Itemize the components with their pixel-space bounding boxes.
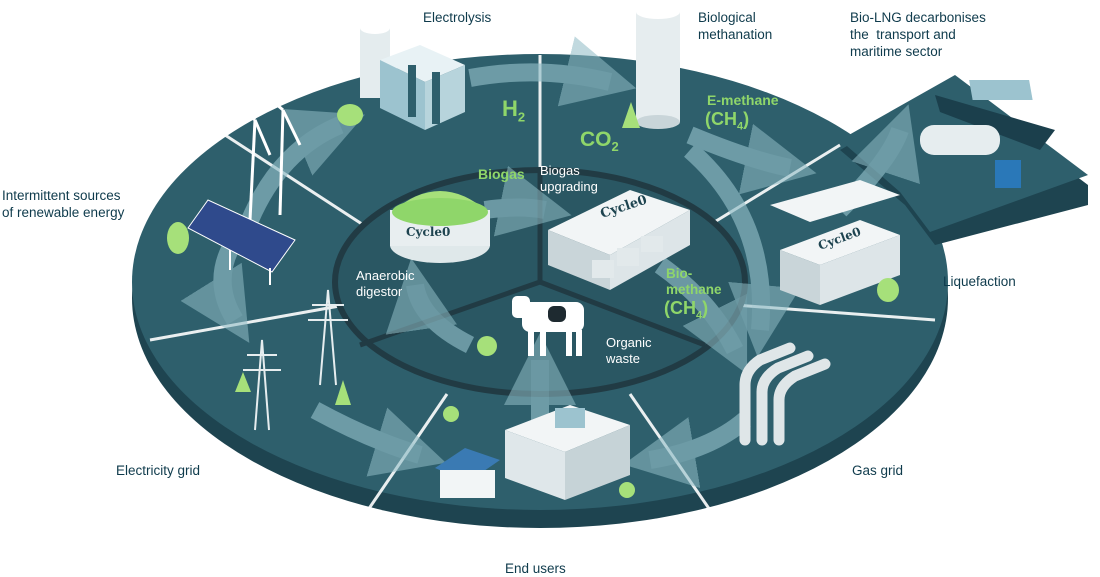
label-intermittent-sources: Intermittent sources of renewable energy — [2, 188, 125, 220]
label-biogas-upgrading: Biogas upgrading — [540, 163, 598, 194]
co2-subscript: 2 — [611, 139, 619, 155]
flow-label-bio-methane-1: Bio- — [666, 266, 693, 281]
label-gas-grid: Gas grid — [852, 463, 904, 478]
h2-subscript: 2 — [517, 109, 526, 125]
flow-label-h2: H2 — [502, 96, 525, 124]
anaerobic-digester-illustration: Cycle0 — [390, 191, 490, 263]
electrolysis-illustration — [360, 22, 465, 130]
e-methane-subscript: 4 — [737, 120, 744, 133]
factory-illustration — [505, 405, 630, 500]
label-end-users: End users — [505, 561, 566, 576]
flow-label-e-methane-formula: (CH4) — [705, 109, 750, 133]
house-illustration — [435, 448, 500, 498]
flow-label-biogas: Biogas — [478, 166, 525, 182]
pylons-illustration — [243, 289, 348, 431]
digester-logo: Cycle0 — [406, 225, 450, 239]
flow-label-bio-methane-2: methane — [666, 282, 722, 297]
flow-label-e-methane: E-methane — [707, 92, 779, 108]
co2-text: CO — [580, 128, 612, 151]
trees-illustration — [167, 102, 899, 498]
h2-text: H — [502, 96, 518, 121]
flow-label-co2: CO2 — [580, 128, 619, 154]
bio-methane-subscript: 4 — [696, 309, 703, 322]
liquefaction-illustration: Cycle0 — [770, 180, 900, 305]
biogas-upgrading-illustration: Cycle0 — [548, 190, 690, 290]
apple-icon — [477, 336, 497, 356]
label-electrolysis: Electrolysis — [423, 10, 492, 25]
e-methane-formula-text: (CH — [705, 109, 737, 129]
label-bio-lng: Bio-LNG decarbonises the transport and m… — [850, 10, 986, 59]
ship-illustration — [935, 80, 1055, 150]
bio-methane-formula-text: (CH — [664, 298, 696, 318]
label-liquefaction: Liquefaction — [943, 274, 1016, 289]
methanation-tank-illustration — [636, 5, 680, 129]
label-anaerobic-digester: Anaerobic digestor — [356, 268, 415, 299]
flow-label-bio-methane-formula: (CH4) — [664, 298, 709, 322]
truck-illustration — [920, 125, 1021, 188]
label-organic-waste: Organic waste — [606, 335, 652, 366]
solar-panels-illustration — [187, 199, 296, 285]
wind-turbines-illustration — [229, 88, 302, 221]
gas-pipes-illustration — [739, 342, 831, 446]
label-biological-methanation: Biological methanation — [698, 10, 773, 42]
label-electricity-grid: Electricity grid — [116, 463, 201, 478]
cow-illustration — [512, 296, 584, 356]
